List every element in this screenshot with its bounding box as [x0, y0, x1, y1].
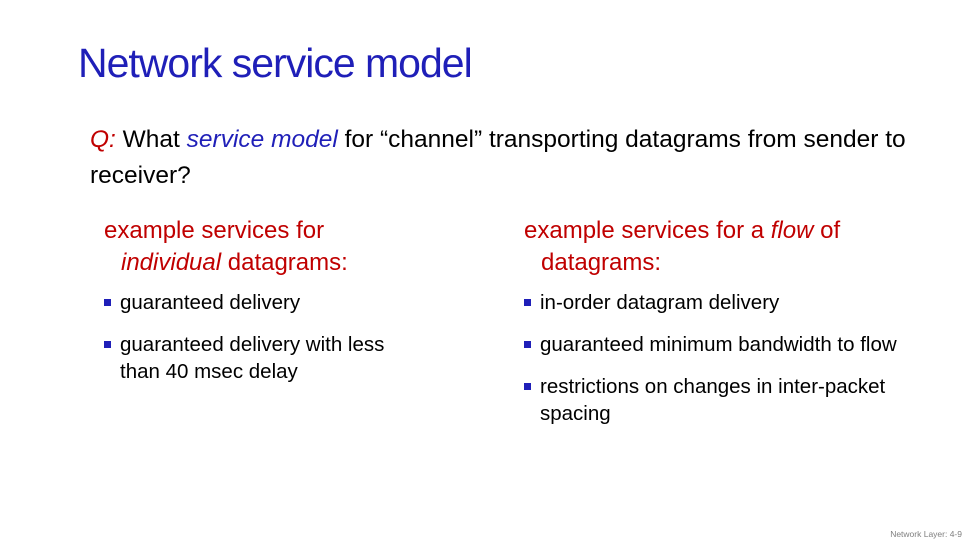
- list-item: guaranteed delivery: [104, 289, 464, 316]
- list-item: guaranteed minimum bandwidth to flow: [524, 331, 944, 358]
- right-heading-part2: of datagrams:: [541, 217, 841, 276]
- list-item-text: in-order datagram delivery: [540, 291, 780, 314]
- question-label: Q:: [90, 126, 116, 153]
- square-bullet-icon: [524, 383, 531, 390]
- left-heading-part2: datagrams:: [221, 249, 348, 276]
- right-column: example services for a flow of datagrams…: [524, 215, 944, 442]
- list-item: guaranteed delivery with less than 40 ms…: [104, 331, 464, 385]
- slide-title: Network service model: [78, 40, 473, 86]
- right-heading-emphasis: flow: [770, 217, 814, 244]
- list-item-text: guaranteed minimum bandwidth to flow: [540, 333, 897, 356]
- list-item-text: restrictions on changes in inter-packet …: [540, 375, 886, 425]
- square-bullet-icon: [104, 299, 111, 306]
- right-column-heading: example services for a flow of datagrams…: [524, 215, 944, 279]
- list-item: in-order datagram delivery: [524, 289, 944, 316]
- question-emphasis: service model: [186, 126, 338, 153]
- left-column: example services for individual datagram…: [104, 215, 464, 400]
- question-after: for “channel” transporting datagrams fro…: [90, 126, 906, 189]
- left-column-heading: example services for individual datagram…: [104, 215, 464, 279]
- left-heading-part1: example services for: [104, 217, 325, 244]
- list-item: restrictions on changes in inter-packet …: [524, 373, 944, 427]
- left-bullet-list: guaranteed delivery guaranteed delivery …: [104, 289, 464, 385]
- square-bullet-icon: [524, 341, 531, 348]
- question-before: What: [115, 126, 187, 153]
- square-bullet-icon: [104, 341, 111, 348]
- square-bullet-icon: [524, 299, 531, 306]
- list-item-text: guaranteed delivery with less than 40 ms…: [120, 333, 385, 383]
- list-item-text: guaranteed delivery: [120, 291, 301, 314]
- right-heading-part1: example services for a: [524, 217, 771, 244]
- slide-footer: Network Layer: 4-9: [890, 529, 962, 539]
- question-text: Q: What service model for “channel” tran…: [90, 122, 910, 194]
- left-heading-emphasis: individual: [121, 249, 222, 276]
- right-bullet-list: in-order datagram delivery guaranteed mi…: [524, 289, 944, 427]
